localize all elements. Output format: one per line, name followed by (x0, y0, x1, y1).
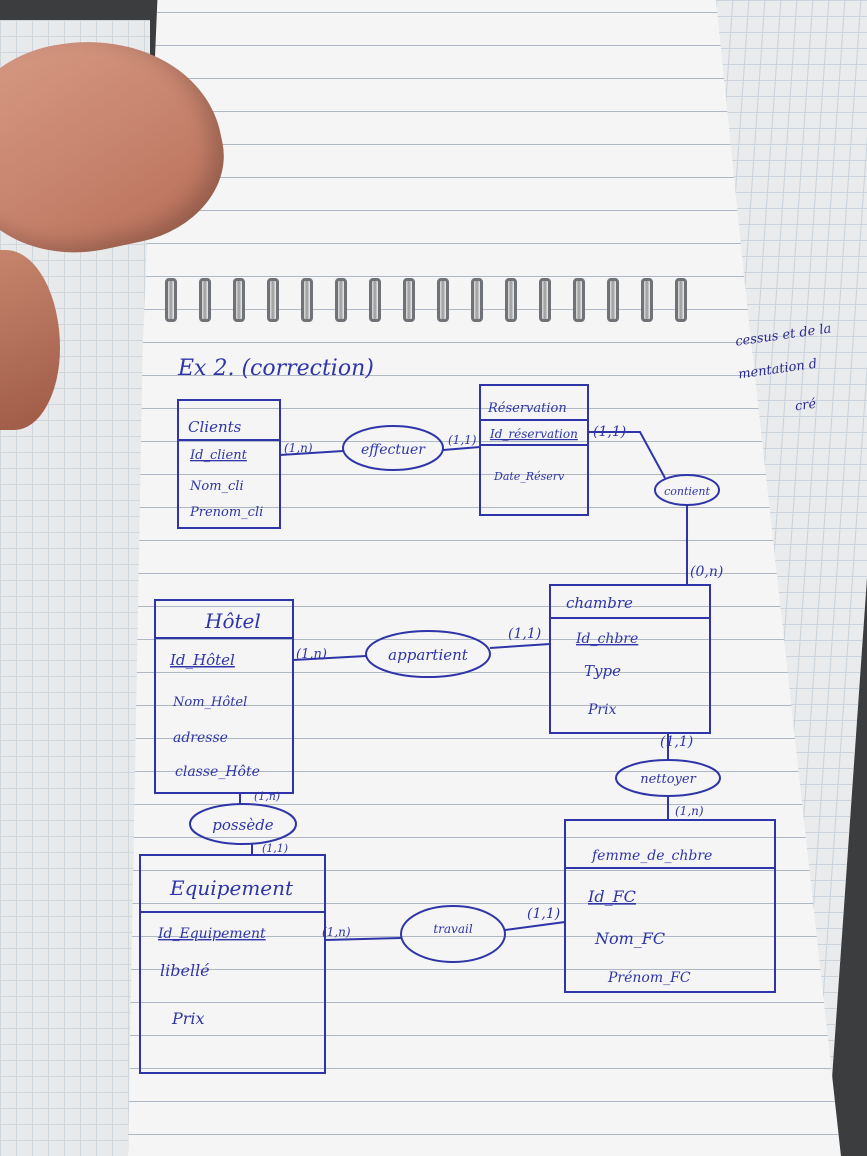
entity-attr: Nom_FC (594, 929, 665, 948)
spiral-ring (675, 278, 687, 322)
relation-ellipse (342, 425, 444, 471)
cardinality-label: (1,1) (527, 906, 560, 922)
cardinalities: (1,n) (1,1) (1,1) (0,n) (1,n) (1,1) (1,1… (254, 424, 723, 939)
entity-box (139, 854, 326, 1074)
cardinality-label: (1,1) (593, 424, 626, 440)
spiral-ring (403, 278, 415, 322)
entity-hotel: Hôtel Id_Hôtel Nom_Hôtel adresse classe_… (154, 599, 294, 794)
entity-name: Clients (188, 418, 242, 436)
entity-attr: adresse (173, 730, 228, 746)
spiral-ring (267, 278, 279, 322)
entity-key: Id_client (189, 448, 248, 463)
relation-appartient: appartient (365, 630, 491, 678)
notebook-page (128, 0, 841, 1156)
spiral-ring (505, 278, 517, 322)
entity-clients: Clients Id_client Nom_cli Prenom_cli (177, 399, 281, 529)
connector-line (442, 446, 481, 451)
cardinality-label: (1,1) (508, 626, 541, 642)
entity-attr: Date_Réserv (493, 470, 565, 483)
entity-femme-de-chambre: femme_de_chbre Id_FC Nom_FC Prénom_FC (564, 819, 776, 993)
relation-effectuer: effectuer (342, 425, 444, 471)
entity-name: chambre (566, 594, 633, 612)
relation-label: contient (664, 485, 710, 498)
relation-label: effectuer (361, 442, 426, 458)
entity-key: Id_Hôtel (169, 651, 235, 669)
relation-possede: possède (189, 803, 297, 845)
relation-travaille: travail (400, 905, 506, 963)
entity-attr: Nom_Hôtel (172, 695, 247, 710)
connector-line (279, 450, 344, 456)
spiral-ring (437, 278, 449, 322)
entity-attr: Nom_cli (189, 479, 244, 494)
spiral-ring (199, 278, 211, 322)
entity-name: Hôtel (204, 609, 261, 633)
cardinality-label: (1,n) (675, 804, 704, 818)
spiral-ring (539, 278, 551, 322)
cardinality-label: (1,n) (254, 790, 280, 803)
relation-label: appartient (388, 646, 469, 664)
spiral-ring (471, 278, 483, 322)
entity-key: Id_Equipement (157, 926, 266, 942)
entity-key: Id_réservation (489, 427, 578, 441)
relation-contient: contient (654, 474, 720, 506)
relation-ellipse (189, 803, 297, 845)
entity-key: Id_FC (587, 887, 636, 906)
cardinality-label: (1,n) (284, 441, 313, 455)
relation-label: travail (433, 922, 472, 936)
connector-line (504, 921, 566, 931)
diagram-title: Ex 2. (correction) (177, 356, 374, 381)
cardinality-label: (1,1) (262, 842, 288, 855)
entity-attr: libellé (160, 961, 210, 980)
entity-attr: Prenom_cli (189, 505, 263, 520)
entity-box (564, 819, 776, 993)
spiral-ring (573, 278, 585, 322)
cardinality-label: (1,n) (322, 925, 351, 939)
entity-name: femme_de_chbre (591, 848, 712, 864)
spiral-ring (233, 278, 245, 322)
entity-box (177, 399, 281, 529)
spiral-binding (165, 278, 687, 322)
entity-box (479, 384, 589, 516)
entity-name: Réservation (487, 401, 567, 416)
entity-attr: Type (584, 662, 621, 680)
entity-box (154, 599, 294, 794)
cardinality-label: (0,n) (690, 564, 723, 580)
entity-attr: Prix (587, 702, 617, 718)
relation-ellipse (400, 905, 506, 963)
cardinality-label: (1,1) (660, 734, 693, 750)
spiral-ring (335, 278, 347, 322)
entity-reservation: Réservation Id_réservation Date_Réserv (479, 384, 589, 516)
relation-label: nettoyer (640, 772, 696, 787)
entity-attr: classe_Hôte (175, 764, 260, 780)
entity-name: Equipement (169, 876, 294, 900)
connectors (239, 431, 688, 941)
connector-line (324, 937, 402, 941)
spiral-ring (641, 278, 653, 322)
relation-nettoyer: nettoyer (615, 759, 721, 797)
cardinality-label: (1,1) (448, 433, 477, 447)
entity-attr: Prix (171, 1009, 205, 1028)
spiral-ring (607, 278, 619, 322)
spiral-ring (369, 278, 381, 322)
relation-label: possède (212, 816, 274, 834)
spiral-ring (165, 278, 177, 322)
entity-key: Id_chbre (575, 631, 638, 647)
entity-equipement: Equipement Id_Equipement libellé Prix (139, 854, 326, 1074)
cardinality-label: (1,n) (296, 647, 327, 662)
entity-chambre: chambre Id_chbre Type Prix (549, 584, 711, 734)
entity-box (549, 584, 711, 734)
spiral-ring (301, 278, 313, 322)
connector-line (588, 431, 666, 479)
connector-line (489, 643, 551, 649)
relation-ellipse (365, 630, 491, 678)
entity-attr: Prénom_FC (607, 970, 691, 986)
connector-line (292, 655, 367, 661)
